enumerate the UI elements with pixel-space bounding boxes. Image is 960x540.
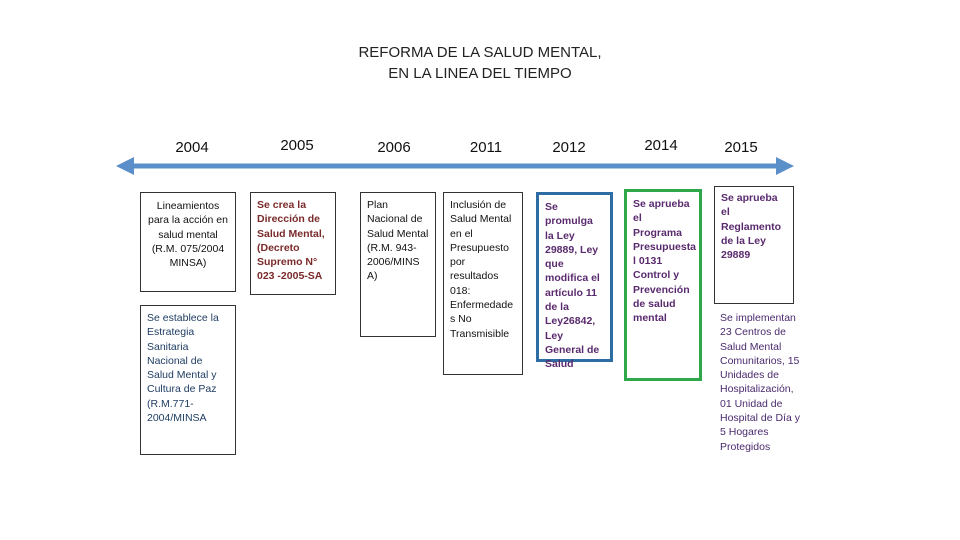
year-2006: 2006 [377, 139, 411, 156]
title-line-1: REFORMA DE LA SALUD MENTAL, [358, 44, 602, 61]
timeline-arrowhead-left [116, 157, 134, 175]
page-title: REFORMA DE LA SALUD MENTAL, EN LA LINEA … [280, 42, 680, 84]
event-box-2015-reglamento: Se aprueba el Reglamento de la Ley 29889 [714, 186, 794, 304]
event-box-2004-estrategia: Se establece la Estrategia Sanitaria Nac… [140, 305, 236, 455]
event-box-2012-ley: Se promulga la Ley 29889, Ley que modifi… [536, 192, 613, 370]
year-2011: 2011 [469, 139, 503, 156]
event-box-2004-lineamientos: Lineamientos para la acción en salud men… [140, 192, 236, 292]
year-2012: 2012 [552, 139, 586, 156]
timeline-arrowhead-right [776, 157, 794, 175]
event-text-2015-centros: Se implementan 23 Centros de Salud Menta… [720, 312, 800, 453]
event-box-2014-programa: Se aprueba el Programa Presupuesta l 013… [624, 189, 702, 381]
year-2014: 2014 [644, 137, 678, 154]
event-box-2005-direccion: Se crea la Dirección de Salud Mental, (D… [250, 192, 336, 295]
event-box-2006-plan: Plan Nacional de Salud Mental (R.M. 943-… [360, 192, 436, 337]
title-line-2: EN LA LINEA DEL TIEMPO [388, 65, 572, 82]
year-2015: 2015 [724, 139, 758, 156]
event-box-2011-presupuesto: Inclusión de Salud Mental en el Presupue… [443, 192, 523, 375]
year-2005: 2005 [280, 137, 314, 154]
year-2004: 2004 [175, 139, 209, 156]
